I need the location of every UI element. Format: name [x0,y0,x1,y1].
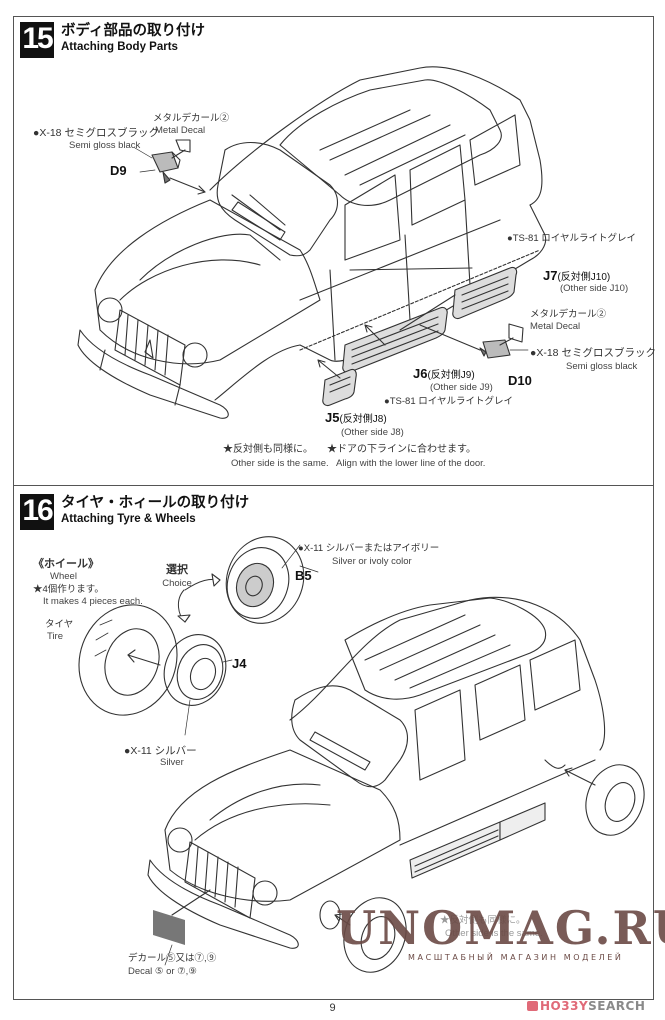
d9-paint-jp: ●X-18 セミグロスブラック [33,127,159,139]
mirror-d10 [419,323,529,359]
d10-paint-jp: ●X-18 セミグロスブラック [530,347,656,359]
make-count-jp: ★4個作ります。 [33,584,104,595]
decal-en: Decal ⑤ or ⑦,⑨ [128,966,197,977]
tire-en: Tire [47,631,64,642]
j5-other-side: (Other side J8) [341,427,404,438]
j5-paint-jp: ●TS-81 ロイヤルライトグレイ [384,396,513,407]
step-16-header: 16 タイヤ・ホィールの取り付け Attaching Tyre & Wheels [20,494,249,530]
car-body-step15 [77,66,547,419]
part-j5: J5(反対側J8) [325,410,387,425]
hidden-note-en: Other side is the same. [445,928,543,939]
part-j4: J4 [232,656,247,671]
b5-paint-en: Silver or ivoly color [332,556,412,567]
d10-decal-en: Metal Decal [530,321,581,332]
make-count-en: It makes 4 pieces each. [43,596,143,607]
j6-other-side: (Other side J9) [430,382,493,393]
step-15-header: 15 ボディ部品の取り付け Attaching Body Parts [20,22,205,58]
side-sill-parts [317,266,518,407]
d10-decal-jp: メタルデカール② [530,309,607,320]
hidden-note-jp: ★反対側も同様に。 [440,915,526,926]
mirror-d9 [134,139,206,195]
source-logo-part1: HO33Y [540,999,589,1013]
d9-paint-en: Semi gloss black [69,140,141,151]
j4-paint-jp: ●X-11 シルバー [124,745,197,757]
decal-strip [153,889,211,966]
d10-paint-en: Semi gloss black [566,361,638,372]
j7-paint-jp: ●TS-81 ロイヤルライトグレイ [507,233,636,244]
decal-jp: デカール⑤又は⑦,⑨ [128,953,217,964]
part-d9: D9 [110,163,127,178]
car-body-step16 [147,596,645,973]
step-number: 16 [20,494,54,530]
note-2-en: Align with the lower line of the door. [336,458,486,469]
part-j7: J7(反対側J10) [543,268,611,283]
note-2-jp: ★ドアの下ラインに合わせます。 [327,444,476,455]
tire-jp: タイヤ [45,619,74,630]
wheel-label-jp: 《ホイール》 [33,558,99,570]
wheel-label-en: Wheel [50,571,77,582]
watermark-title: UNOMAG.RU [336,901,665,955]
hobby-logo-icon [527,1001,538,1011]
wheel-assembly-parts [78,536,319,736]
step-number: 15 [20,22,54,58]
step-title-jp: タイヤ・ホィールの取り付け [61,495,250,511]
j7-other-side: (Other side J10) [560,283,629,294]
note-1-en: Other side is the same. [231,458,329,469]
section-divider [13,485,654,486]
d9-decal-jp: メタルデカール② [153,113,230,124]
note-1-jp: ★反対側も同様に。 [223,444,313,455]
choice-en: Choice [162,578,192,589]
part-j6: J6(反対側J9) [413,366,475,381]
part-d10: D10 [508,373,532,388]
step-title-en: Attaching Body Parts [61,41,178,53]
page-number: 9 [329,1002,336,1014]
watermark: UNOMAG.RU МАСШТАБНЫЙ МАГАЗИН МОДЕЛЕЙ [336,905,665,962]
source-logo-part2: SEARCH [588,999,646,1013]
part-b5: B5 [295,568,312,583]
step-title-jp: ボディ部品の取り付け [61,23,205,39]
choice-jp: 選択 [166,564,188,576]
page-frame [13,16,654,1000]
b5-paint-jp: ●X-11 シルバーまたはアイボリー [298,543,440,554]
d9-decal-en: Metal Decal [155,125,206,136]
source-logo: HO33YSEARCH [527,999,645,1013]
step-title-en: Attaching Tyre & Wheels [61,513,196,525]
j4-paint-en: Silver [160,757,184,768]
watermark-subtitle: МАСШТАБНЫЙ МАГАЗИН МОДЕЛЕЙ [408,953,624,962]
